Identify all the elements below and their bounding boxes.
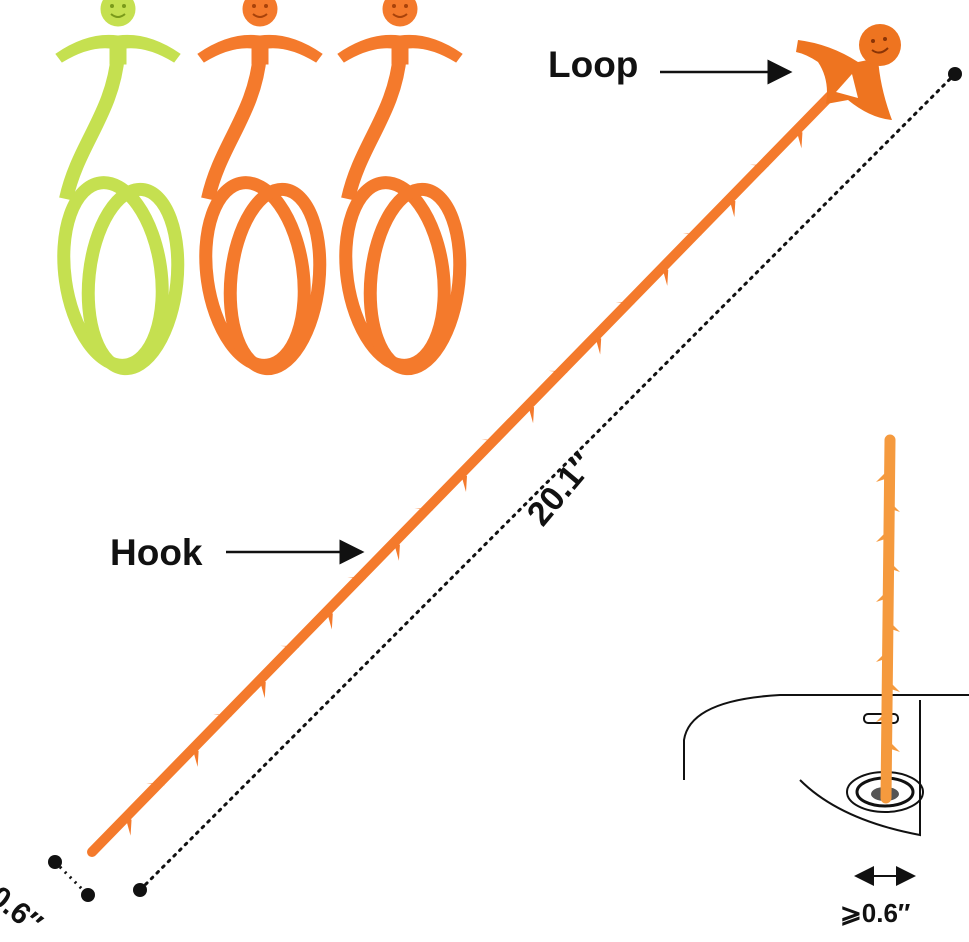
orange-coiled-tool-2 (335, 0, 469, 373)
drain-barb (888, 500, 900, 512)
width-dimension-line (53, 860, 90, 897)
hook-barb (796, 130, 803, 149)
hook-barb (528, 405, 535, 424)
length-end-dot-bottom (133, 883, 147, 897)
drain-barb (876, 530, 888, 542)
hook-barb (347, 577, 367, 580)
length-end-dot-top (948, 67, 962, 81)
hook-barb (259, 680, 266, 699)
hook-barbs (125, 130, 803, 836)
hook-label: Hook (110, 532, 203, 573)
hook-barb (461, 474, 467, 492)
hook-barb (481, 439, 501, 442)
drain-min-label: ⩾0.6″ (840, 898, 911, 928)
drain-barb (888, 620, 900, 632)
hook-barb (662, 267, 669, 286)
hook-barb (280, 645, 300, 648)
hook-barb (729, 199, 736, 218)
hook-barb (682, 233, 702, 236)
hook-barb (326, 611, 333, 630)
hook-barb (213, 714, 233, 717)
hook-barb (125, 817, 132, 836)
drain-barb (876, 710, 888, 722)
hook-barb (595, 336, 602, 355)
sink-drain-illustration (683, 434, 969, 837)
hook-barb (146, 783, 166, 786)
hook-barb (192, 748, 199, 767)
hook-barb (414, 508, 434, 511)
hook-barb (548, 370, 568, 373)
width-end-dot-2 (81, 888, 95, 902)
hook-barb (749, 164, 769, 167)
drain-barb (876, 470, 888, 482)
length-dimension-line (138, 72, 957, 892)
width-end-dot-1 (48, 855, 62, 869)
orange-coiled-tool-1 (195, 0, 329, 373)
drain-barb (876, 590, 888, 602)
loop-head (796, 24, 901, 120)
drain-barb (876, 650, 888, 662)
loop-label: Loop (548, 44, 639, 85)
drain-barb (888, 740, 900, 752)
straight-drain-tool (87, 24, 901, 857)
drain-barb (888, 680, 900, 692)
hook-barb (393, 542, 400, 561)
drain-barb (888, 560, 900, 572)
hook-barb (615, 302, 635, 305)
green-coiled-tool (53, 0, 187, 373)
